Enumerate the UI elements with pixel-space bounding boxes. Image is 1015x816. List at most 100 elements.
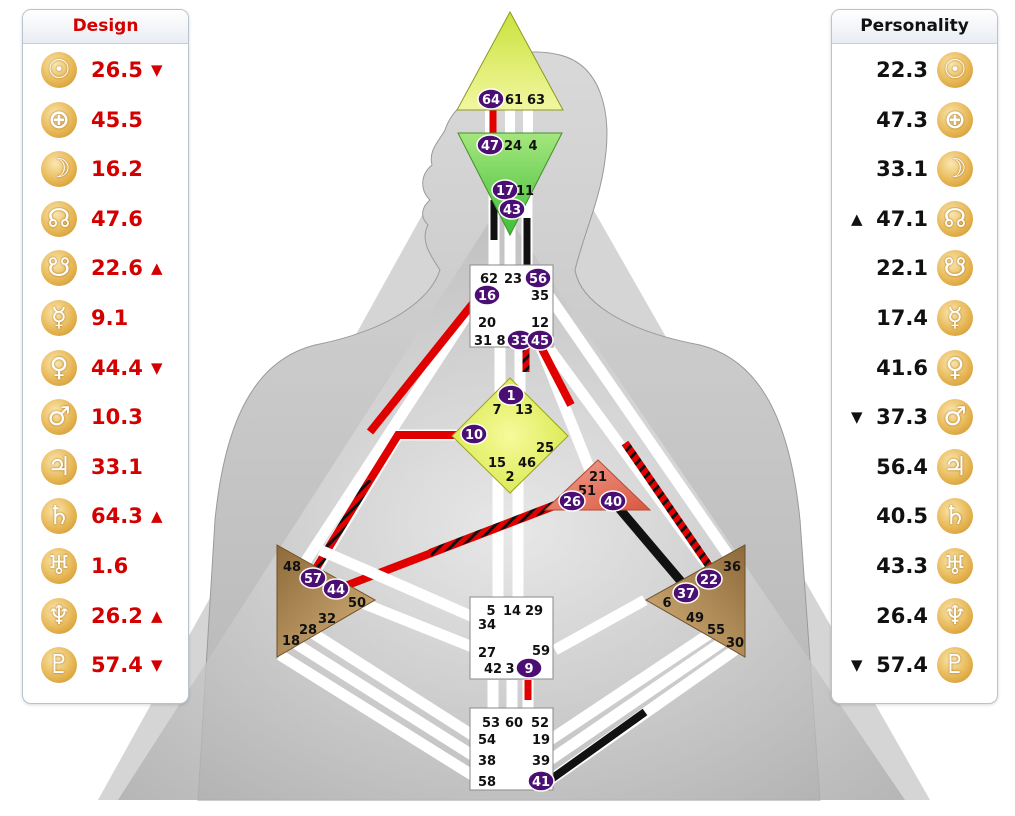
active-gate-marker [299, 567, 327, 589]
saturn-icon: ♄ [41, 498, 77, 535]
neptune-icon: ♆ [41, 597, 77, 634]
design-value: 64.3 [91, 504, 143, 529]
personality-value: 47.3 [876, 107, 928, 132]
active-gate-marker [672, 582, 700, 604]
personality-row: ♀41.6 [832, 346, 997, 390]
active-gate-marker [497, 384, 525, 406]
gate-52-label: 52 [531, 716, 549, 731]
arrow-up-icon: ▲ [151, 507, 163, 526]
gate-50-label: 50 [348, 596, 366, 611]
design-value: 1.6 [91, 554, 129, 578]
gate-17-label: 17 [496, 184, 514, 199]
arrow-down-icon: ▼ [151, 61, 163, 79]
active-gate-marker [460, 423, 488, 445]
design-row: ♇57.4▼ [23, 643, 188, 687]
gate-34-label: 34 [478, 618, 496, 633]
gate-8-label: 8 [496, 334, 505, 349]
gate-19-label: 19 [532, 733, 550, 748]
g-center [451, 377, 569, 494]
personality-value: 40.5 [876, 504, 928, 529]
design-row: ☋22.6▲ [23, 246, 188, 290]
south-node-icon: ☋ [41, 250, 77, 287]
gate-53-label: 53 [482, 716, 500, 731]
design-value: 47.6 [91, 206, 143, 231]
personality-row: ☊47.1▲ [832, 197, 997, 241]
active-gate-marker [473, 284, 501, 306]
design-value: 9.1 [91, 306, 129, 330]
pluto-icon: ♇ [937, 647, 973, 684]
head-center [456, 10, 564, 111]
earth-icon: ⊕ [41, 101, 77, 138]
personality-row: ♃56.4 [832, 445, 997, 489]
gate-42-label: 42 [484, 662, 502, 677]
gate-33-label: 33 [511, 334, 529, 349]
gate-45-label: 45 [531, 334, 549, 349]
gate-24-label: 24 [504, 139, 522, 154]
gate-35-label: 35 [531, 289, 549, 304]
personality-panel: Personality ☉22.3⊕47.3☽33.1☊47.1▲☋22.1☿1… [831, 9, 998, 704]
gate-22-label: 22 [700, 573, 718, 588]
gate-28-label: 28 [299, 623, 317, 638]
neptune-icon: ♆ [937, 597, 973, 634]
arrow-up-icon: ▲ [151, 606, 163, 625]
active-gate-marker [558, 490, 586, 512]
gate-58-label: 58 [478, 775, 496, 790]
active-gate-marker [599, 490, 627, 512]
mercury-icon: ☿ [41, 300, 77, 336]
gate-38-label: 38 [478, 754, 496, 769]
design-value: 16.2 [91, 157, 143, 182]
gate-9-label: 9 [524, 662, 533, 677]
personality-value: 43.3 [876, 554, 928, 578]
gate-15-label: 15 [488, 456, 506, 471]
saturn-icon: ♄ [937, 498, 973, 535]
design-row: ⊕ 45.5 [23, 98, 188, 142]
personality-value: 22.3 [876, 58, 928, 82]
gate-54-label: 54 [478, 733, 496, 748]
gate-44-label: 44 [327, 583, 345, 598]
gate-3-label: 3 [505, 662, 514, 677]
design-panel-title: Design [23, 10, 188, 44]
active-gate-marker [322, 578, 350, 600]
gate-64-label: 64 [482, 93, 500, 108]
gate-4-label: 4 [528, 139, 537, 154]
mars-icon: ♂ [41, 399, 77, 436]
gate-29-label: 29 [525, 604, 543, 619]
personality-value: 47.1 [876, 206, 928, 231]
design-value: 44.4 [91, 355, 143, 380]
personality-row: ☉22.3 [832, 48, 997, 92]
gate-10-label: 10 [465, 428, 483, 443]
design-value: 22.6 [91, 256, 143, 281]
gate-31-label: 31 [474, 334, 492, 349]
gate-11-label: 11 [516, 184, 534, 199]
gate-41-label: 41 [532, 775, 550, 790]
design-value: 45.5 [91, 107, 143, 132]
active-gate-marker [477, 88, 505, 110]
gate-62-label: 62 [480, 272, 498, 287]
north-node-icon: ☊ [937, 200, 973, 237]
gate-23-label: 23 [504, 272, 522, 287]
gate-14-label: 14 [503, 604, 521, 619]
design-row: ☽16.2 [23, 147, 188, 191]
personality-value: 41.6 [876, 355, 928, 380]
personality-value: 33.1 [876, 157, 928, 182]
personality-row: ♅43.3 [832, 544, 997, 588]
pluto-icon: ♇ [41, 647, 77, 684]
design-row: ☿ 9.1 [23, 296, 188, 340]
design-row: ♄ 64.3 ▲ [23, 494, 188, 538]
gate-39-label: 39 [532, 754, 550, 769]
active-gate-marker [526, 329, 554, 351]
personality-row: ♄ 40.5 [832, 494, 997, 538]
personality-value: 26.4 [876, 603, 928, 628]
gate-18-label: 18 [282, 634, 300, 649]
personality-value: 22.1 [876, 256, 928, 281]
uranus-icon: ♅ [41, 548, 77, 584]
active-gate-marker [476, 134, 504, 156]
gate-63-label: 63 [527, 93, 545, 108]
arrow-down-icon: ▼ [851, 408, 863, 427]
design-row: ☉26.5▼ [23, 48, 188, 92]
personality-value: 57.4 [876, 653, 928, 678]
design-row: ♂10.3 [23, 395, 188, 439]
gate-7-label: 7 [492, 403, 501, 418]
arrow-down-icon: ▼ [151, 656, 163, 675]
